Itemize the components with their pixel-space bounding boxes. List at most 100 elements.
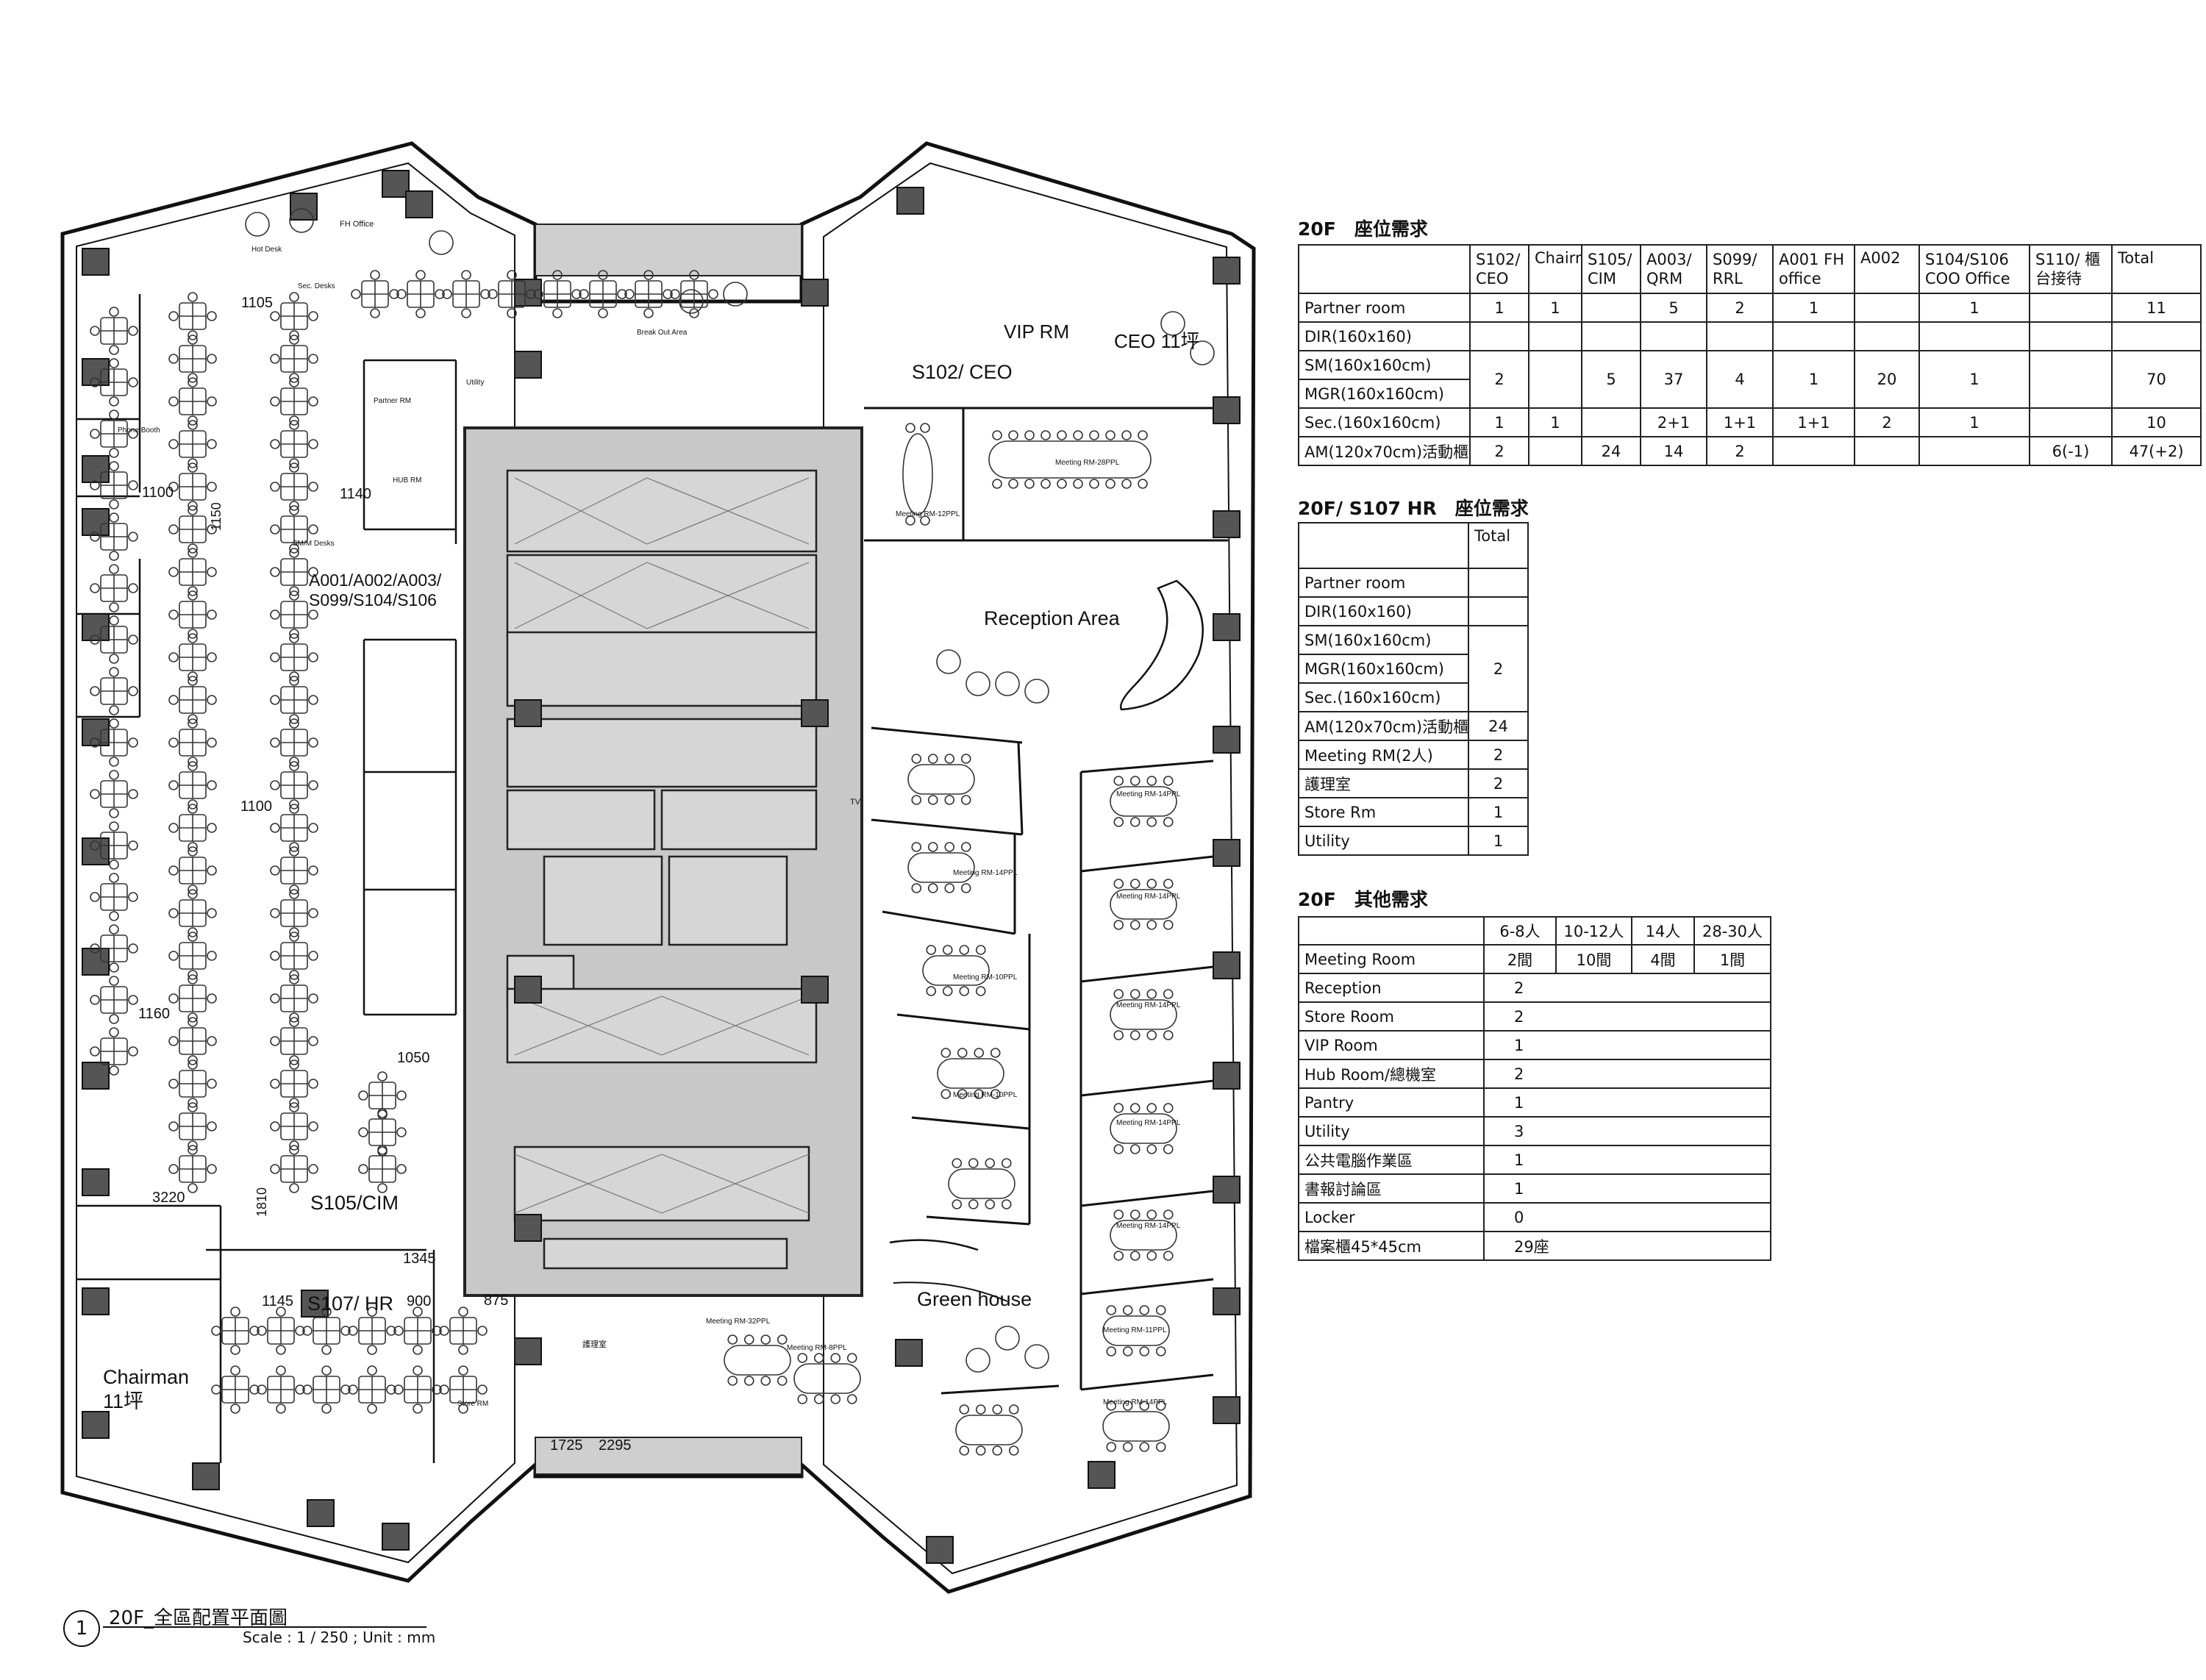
header-cell: 10-12人 — [1555, 916, 1632, 946]
cell: 29座 — [1483, 1231, 1771, 1261]
label-group-b: S099/S104/S106 — [309, 590, 437, 610]
cell: 1 — [1483, 1145, 1771, 1175]
cell — [1581, 293, 1641, 323]
row-label: VIP Room — [1298, 1030, 1485, 1060]
table-row: SM(160x160cm) 2 5 37 4 1 20 1 70 — [1298, 350, 2202, 409]
dim-1345: 1345 — [403, 1251, 436, 1267]
header-cell: Total — [2111, 244, 2202, 294]
cell — [1468, 596, 1529, 626]
header-cell: 14人 — [1631, 916, 1695, 946]
cell: 1 — [1528, 407, 1582, 437]
cell — [1854, 321, 1920, 351]
merged-cell — [1528, 350, 1582, 409]
label-s107-hr: S107/ HR — [307, 1293, 393, 1315]
cell: 1 — [1483, 1173, 1771, 1204]
table-row: Partner room — [1298, 568, 1529, 598]
label-meeting-14b: Meeting RM-14PPL — [1116, 893, 1181, 901]
dim-1100a: 1100 — [142, 485, 174, 501]
label-meeting-14c: Meeting RM-14PPL — [1116, 1001, 1181, 1009]
table-row: DIR(160x160) — [1298, 321, 2202, 351]
table-row: Store Rm 1 — [1298, 797, 1529, 827]
label-meeting-32: Meeting RM-32PPL — [706, 1318, 771, 1326]
row-label: Sec.(160x160cm) — [1298, 682, 1469, 712]
merged-cell: 1 — [1772, 350, 1855, 409]
row-label: 公共電腦作業區 — [1298, 1145, 1485, 1175]
header-cell: A001 FH office — [1772, 244, 1855, 294]
cell: 4間 — [1631, 944, 1695, 974]
table-seat-header: S102/ CEO Chairman S105/ CIM A003/ QRM S… — [1298, 244, 2202, 294]
cell: 2 — [1854, 407, 1920, 437]
cell: 1 — [1772, 293, 1855, 323]
label-green-house: Green house — [917, 1288, 1032, 1310]
dim-1050: 1050 — [397, 1050, 430, 1066]
cell: 1 — [1483, 1030, 1771, 1060]
cell: 1 — [1528, 293, 1582, 323]
label-meeting-11: Meeting RM-11PPL — [1103, 1326, 1167, 1334]
cell: 2 — [1706, 293, 1774, 323]
row-label: Utility — [1298, 1116, 1485, 1146]
merged-cell: 1 — [1918, 350, 2030, 409]
row-label: 書報討論區 — [1298, 1173, 1485, 1204]
cell: 1+1 — [1772, 407, 1855, 437]
table-row: Meeting Room 2間 10間 4間 1間 — [1298, 944, 1771, 974]
cell — [1468, 568, 1529, 598]
cell — [1772, 321, 1855, 351]
header-cell: S102/ CEO — [1469, 244, 1529, 294]
label-sec-desks: Sec. Desks — [298, 282, 335, 290]
dim-1100b: 1100 — [240, 798, 272, 815]
row-label: Hub Room/總機室 — [1298, 1059, 1485, 1089]
cell: 10 — [2111, 407, 2202, 437]
cell: 11 — [2111, 293, 2202, 323]
table-row: DIR(160x160) — [1298, 596, 1529, 626]
header-cell: A003/ QRM — [1640, 244, 1707, 294]
plan-furniture — [90, 208, 1215, 1456]
cell — [1772, 436, 1855, 466]
cell — [2029, 321, 2113, 351]
row-label: Meeting Room — [1298, 944, 1485, 974]
cell: 2 — [1469, 436, 1529, 466]
label-meeting-8: Meeting RM-8PPL — [787, 1344, 847, 1352]
header-cell — [1298, 244, 1471, 294]
cell: 1間 — [1693, 944, 1771, 974]
row-label: SM(160x160cm) — [1298, 350, 1471, 380]
cell: 1+1 — [1706, 407, 1774, 437]
header-cell: S099/ RRL — [1706, 244, 1774, 294]
row-label: Store Rm — [1298, 797, 1469, 827]
cell — [2029, 293, 2113, 323]
label-phone-booth: Phone Booth — [118, 426, 160, 435]
cell: 0 — [1483, 1202, 1771, 1232]
table-other-header: 6-8人 10-12人 14人 28-30人 — [1298, 916, 1771, 946]
header-cell: Total — [1468, 522, 1529, 569]
label-chairman: Chairman — [103, 1366, 189, 1388]
table-row: MGR(160x160cm) — [1298, 379, 2201, 409]
table-row: AM(120x70cm)活動櫃 24 — [1298, 711, 1529, 741]
dim-1105: 1105 — [241, 295, 273, 311]
label-s105-cim: S105/CIM — [310, 1192, 399, 1214]
row-label: Reception — [1298, 973, 1485, 1003]
label-store-rm: Store RM — [457, 1400, 488, 1408]
cell: 3 — [1483, 1116, 1771, 1146]
merged-cell: 37 — [1640, 350, 1707, 409]
dim-875: 875 — [484, 1293, 508, 1309]
plan-walls — [60, 141, 1256, 1594]
dim-1725: 1725 — [550, 1437, 583, 1454]
header-cell: A002 — [1854, 244, 1920, 294]
label-ceo: CEO 11坪 — [1114, 330, 1200, 352]
table-row: AM(120x70cm)活動櫃 2 24 14 2 6(-1) 47(+2) — [1298, 436, 2202, 466]
cell — [1918, 436, 2030, 466]
merged-cell: 4 — [1706, 350, 1774, 409]
table-row: 護理室 2 — [1298, 768, 1529, 798]
cell — [2111, 321, 2202, 351]
header-cell: 28-30人 — [1693, 916, 1771, 946]
cell — [2029, 407, 2113, 437]
cell — [1854, 293, 1920, 323]
label-meeting-14g: Meeting RM-14PPL — [953, 869, 1018, 877]
dim-1160: 1160 — [138, 1006, 170, 1022]
